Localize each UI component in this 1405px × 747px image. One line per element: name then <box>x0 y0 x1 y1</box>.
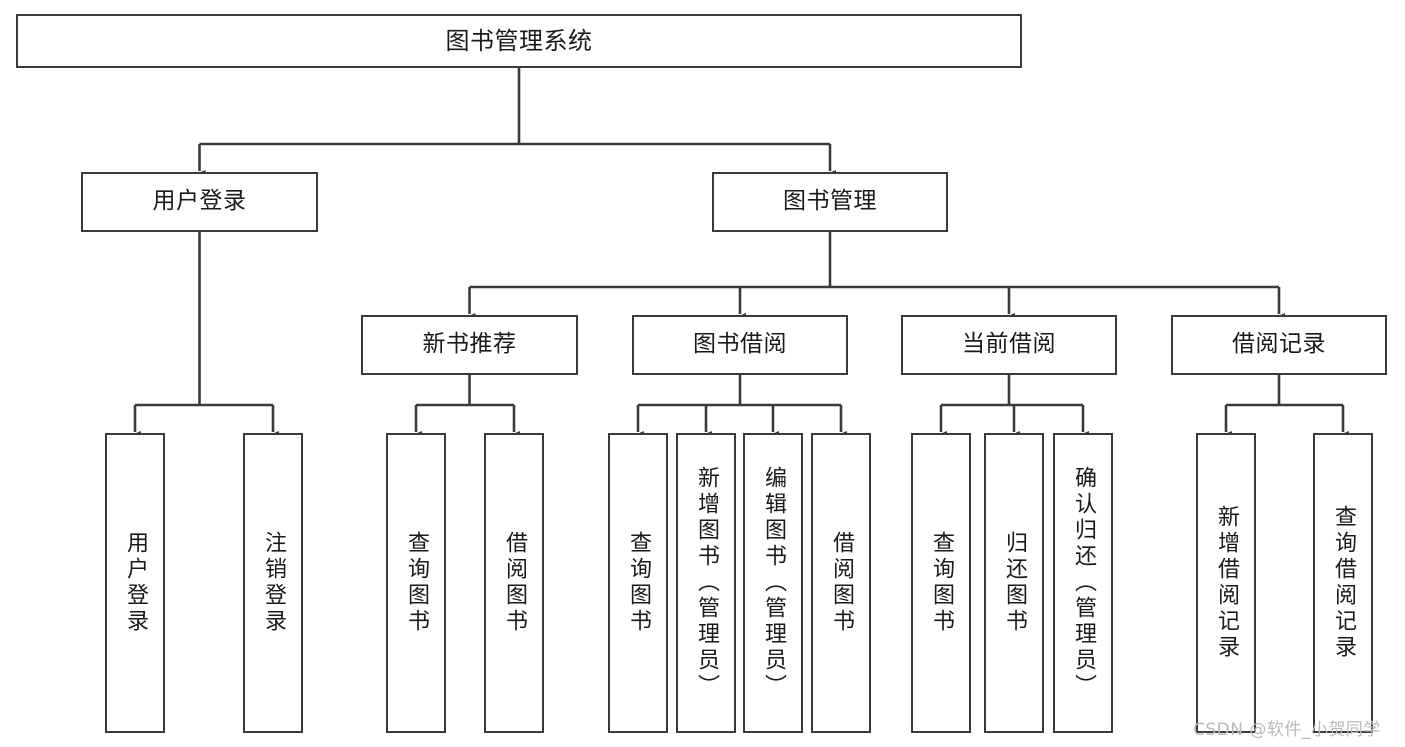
node-n3c[interactable]: 当前借阅 <box>901 315 1117 375</box>
node-label: 图书借阅 <box>693 331 787 358</box>
node-n2a[interactable]: 用户登录 <box>81 172 318 232</box>
edge-paths <box>129 68 1349 441</box>
node-label: 借阅图书 <box>829 531 854 635</box>
watermark-label: CSDN @软件_小贺同学 <box>1193 720 1381 740</box>
node-label: 编辑图书（管理员） <box>761 466 786 700</box>
node-label: 用户登录 <box>152 188 247 215</box>
node-label: 用户登录 <box>123 531 148 635</box>
node-l7[interactable]: 编辑图书（管理员） <box>743 433 803 733</box>
node-label: 注销登录 <box>261 531 286 635</box>
node-label: 当前借阅 <box>962 331 1056 358</box>
node-l1[interactable]: 用户登录 <box>105 433 165 733</box>
node-n2b[interactable]: 图书管理 <box>712 172 948 232</box>
node-label: 新增借阅记录 <box>1214 505 1239 661</box>
node-l10[interactable]: 归还图书 <box>984 433 1044 733</box>
node-label: 归还图书 <box>1002 531 1027 635</box>
node-l13[interactable]: 查询借阅记录 <box>1313 433 1373 733</box>
node-label: 查询图书 <box>929 531 954 635</box>
node-l12[interactable]: 新增借阅记录 <box>1196 433 1256 733</box>
node-label: 借阅记录 <box>1232 331 1326 358</box>
node-l4[interactable]: 借阅图书 <box>484 433 544 733</box>
node-n3a[interactable]: 新书推荐 <box>361 315 578 375</box>
node-l11[interactable]: 确认归还（管理员） <box>1053 433 1113 733</box>
node-label: 查询图书 <box>404 531 429 635</box>
node-root[interactable]: 图书管理系统 <box>16 14 1022 68</box>
node-l3[interactable]: 查询图书 <box>386 433 446 733</box>
node-label: 查询图书 <box>626 531 651 635</box>
node-label: 确认归还（管理员） <box>1071 466 1096 700</box>
node-label: 图书管理 <box>783 188 877 215</box>
node-l2[interactable]: 注销登录 <box>243 433 303 733</box>
node-label: 新增图书（管理员） <box>694 466 719 700</box>
node-l6[interactable]: 新增图书（管理员） <box>676 433 736 733</box>
node-label: 查询借阅记录 <box>1331 505 1356 661</box>
node-label: 借阅图书 <box>502 531 527 635</box>
node-n3b[interactable]: 图书借阅 <box>632 315 848 375</box>
node-label: 新书推荐 <box>422 331 517 358</box>
node-l9[interactable]: 查询图书 <box>911 433 971 733</box>
node-label: 图书管理系统 <box>445 26 593 55</box>
node-l5[interactable]: 查询图书 <box>608 433 668 733</box>
node-n3d[interactable]: 借阅记录 <box>1171 315 1387 375</box>
node-l8[interactable]: 借阅图书 <box>811 433 871 733</box>
